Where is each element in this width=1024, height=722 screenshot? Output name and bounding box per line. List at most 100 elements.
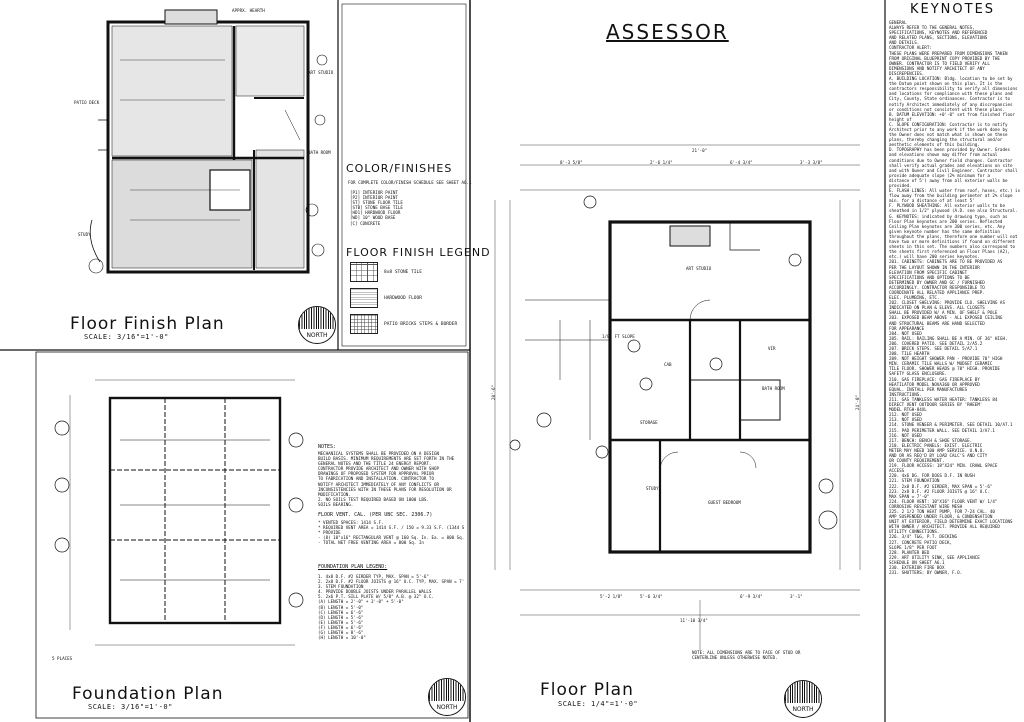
keynote-line: 201. CABINETS: CABINETS ARE TO BE PROVID… [889, 259, 1003, 265]
room-vir: VIR [768, 346, 776, 351]
keynote-line: PER THE LAYOUT SHOWN IN THE INTERIOR [889, 264, 980, 270]
keynote-line: WITH OWNER / ARCHITECT. PROVIDE ALL REQU… [889, 524, 1000, 530]
room-guest-bedroom: GUEST BEDROOM [708, 500, 741, 505]
room-storage: STORAGE [640, 420, 658, 425]
floor-plan-drawing [494, 144, 861, 650]
north-arrow-icon: NORTH [428, 678, 466, 716]
finish-item: [WD] 10" WOOD BASE [350, 215, 396, 221]
keynote-line: SPECIFICATIONS AND OPTIONS TO BE [889, 274, 970, 280]
keynote-line: given keynote number has the same defini… [889, 228, 1000, 234]
dim-top-4: 3'-3 3/8" [800, 160, 823, 165]
keynote-line: OWNER. CONTRACTOR IS TO FIELD VERIFY ALL [889, 60, 990, 66]
keynote-line: MIN. CERAMIC TILE WALLS W/ MUDSET CERAMI… [889, 361, 993, 367]
slope-note: 1/8" FT SLOPE [602, 334, 635, 339]
dim-bottom-3: 11'-10 3/4" [680, 618, 708, 623]
keynote-line: HEATILATOR MODEL NOVA360 OR APPROVED [889, 381, 980, 387]
keynote-line: contractors responsibility to verify all… [889, 86, 1018, 92]
keynote-line: TILE FLOOR. SHOWER HEADS @ 78" HIGH. PRO… [889, 366, 1000, 372]
keynote-line: AND STRUCTURAL BEAMS ARE HAND SELECTED [889, 320, 985, 326]
north-arrow-icon: NORTH [298, 306, 336, 344]
color-finishes-list: [P1] INTERIOR PAINT [P2] INTERIOR PAINT … [350, 190, 462, 226]
note-line: MECHANICAL SYSTEMS SHALL BE PROVIDED ON … [318, 451, 440, 456]
keynote-line: 228. PLANTER BED [889, 549, 930, 555]
hearth-label: APPRX. HEARTH [232, 8, 265, 13]
keynote-line: 222. 2x8 D.F. #2 GIRDER, MAX SPAN = 5'-6… [889, 483, 993, 489]
room-cab: CAB [664, 362, 672, 367]
room-study: STUDY [646, 486, 659, 491]
keynote-line: 215. PAD PERIMETER WALL. SEE DETAIL 3/A7… [889, 427, 995, 433]
keynote-line: 217. BENCH: BENCH & SHOE STORAGE. [889, 437, 973, 443]
legend-line: (D) LENGTH = 5'-6" [318, 614, 364, 620]
keynote-line: and elevations shown may differ from act… [889, 152, 998, 158]
keynote-line: sheathed in 1/2" plywood (A.D. see also … [889, 208, 1018, 214]
keynote-line: ALWAYS REFER TO THE GENERAL NOTES, [889, 25, 975, 31]
note-line: SOILS BEARING. [318, 501, 354, 507]
keynote-line: Ceiling Plan keynotes are 300 series, et… [889, 223, 1005, 229]
vent-line: * VENTED SPACES: 1414 S.F. [318, 520, 384, 525]
keynote-line: 211. GAS TANKLESS WATER HEATER: TANKLESS… [889, 396, 998, 402]
foundation-notes: MECHANICAL SYSTEMS SHALL BE PROVIDED ON … [318, 451, 464, 507]
finish-item: [P1] INTERIOR PAINT [350, 190, 398, 195]
foundation-notes-label: NOTES: [318, 444, 337, 450]
vent-line: - TOTAL NET FREE VENTING AREA = 800 Sq. … [318, 540, 424, 546]
vent-line: * PROVIDE [318, 530, 341, 536]
floor-finish-scale: SCALE: 3/16"=1'-0" [84, 333, 169, 341]
keynote-line: and locations for compliance with these … [889, 91, 1013, 97]
keynote-line: E. FLASH LINES: All water from roof, hos… [889, 188, 1021, 194]
keynote-line: SAFETY GLASS ENCLOSURE. [889, 371, 947, 377]
keynote-line: ACCESS [889, 468, 905, 474]
art-studio-label: ART STUDIO [308, 70, 334, 75]
keynote-line: ELEVATION FROM SPECIFIC CABINET [889, 269, 968, 275]
legend-line: 5. 2x6 P.T. SILL PLATE W/ 5/8" A.B. @ 32… [318, 594, 434, 600]
keynote-line: 204. NOT USED [889, 330, 922, 336]
keynote-line: Architect prior to any work if the work … [889, 126, 1008, 132]
note-line: DRAWINGS OF PROPOSED SYSTEM FOR APPROVAL… [318, 471, 434, 477]
brick-swatch [350, 314, 378, 334]
foundation-legend: 1. 4x8 D.F. #2 GIRDER TYP, MAX. SPAN = 5… [318, 574, 464, 640]
dim-bottom-1: 5'-2 1/8" [600, 594, 623, 599]
keynote-line: plans, thereby changing the structural a… [889, 137, 1003, 143]
finish-item: [ST] STONE FLOOR TILE [350, 200, 403, 206]
keynote-line: ELEC. PLUMBING, ETC. [889, 295, 940, 301]
keynote-line: 208. TILE HEARTH [889, 351, 930, 357]
keynote-line: FROM ORIGINAL BLUEPRINT COPY PROVIDED BY… [889, 55, 1000, 61]
vent-line: - (8) 10"x16" RECTANGULAR VENT @ 160 Sq.… [318, 535, 464, 541]
keynote-line: height of [889, 116, 912, 122]
legend-hardwood: HARDWOOD FLOOR [350, 288, 422, 308]
keynote-line: 225. 2 1/2 TON HEAT PUMP, FOR 7-24 CAL. … [889, 509, 995, 514]
legend-line: (G) LENGTH = 8'-6" [318, 630, 364, 636]
keynote-line: UTILITY CONNECTIONS. [889, 529, 940, 535]
room-art-studio: ART STUDIO [686, 266, 712, 271]
foundation-plan-scale: SCALE: 3/16"=1'-0" [88, 703, 173, 711]
keynote-line: have two or more definitions if found on… [889, 239, 1016, 245]
keynote-line: throughout the plans, therefore one numb… [889, 233, 1018, 239]
keynote-line: sheets in this set. The numbers also cor… [889, 244, 1016, 250]
keynote-line: the Datum point shown on this plan. It i… [889, 81, 1003, 87]
keynote-line: 206. COVERED PATIO. SEE DETAIL 2/A5.2 [889, 340, 983, 346]
finish-item: [STB] STONE BASE TILE [350, 205, 403, 211]
legend-line: 2. 2x8 D.F. #2 FLOOR JOISTS @ 16" O.C. T… [318, 579, 464, 585]
floor-plan-note: NOTE: ALL DIMENSIONS ARE TO FACE OF STUD… [692, 650, 801, 660]
keynote-line: aesthetic elements of this building. [889, 142, 980, 148]
legend-line: (E) LENGTH = 5'-6" [318, 619, 364, 625]
keynote-line: or conditions not consistent with these … [889, 106, 1005, 112]
keynote-line: 230. EXTERIOR FIRE BOX [889, 565, 945, 571]
dim-overall-width: 21'-0" [692, 148, 708, 153]
keynote-line: MAX SPAN = 7'-0" [889, 493, 930, 499]
keynote-line: shall verify actual grades and elevation… [889, 162, 1013, 168]
keynote-line: F. PLYWOOD SHEATHING: All exterior walls… [889, 203, 1005, 209]
foundation-plan-drawing [54, 379, 304, 646]
keynote-line: 219. FLOOR ACCESS: 18"X24" MIN. CRAWL SP… [889, 463, 998, 469]
floor-plan-scale: SCALE: 1/4"=1'-0" [558, 700, 639, 708]
keynote-line: MODEL RTGH-84XL [889, 407, 927, 413]
keynote-line: METER MAY NEED 100 AMP SERVICE. U.N.O. [889, 447, 985, 453]
note-line: MODIFICATION. [318, 491, 351, 497]
dim-bottom-4: 6'-9 3/4" [740, 594, 763, 599]
keynote-line: AND DETAILS. [889, 40, 920, 46]
keynote-line: DIMENSIONS AND NOTIFY ARCHITECT OF ANY [889, 65, 985, 71]
legend-line: (C) LENGTH = 6'-6" [318, 609, 364, 615]
places-note: 5 PLACES [52, 656, 73, 661]
keynote-line: EQUAL. INSTALL PER MANUFACTURES [889, 386, 968, 392]
